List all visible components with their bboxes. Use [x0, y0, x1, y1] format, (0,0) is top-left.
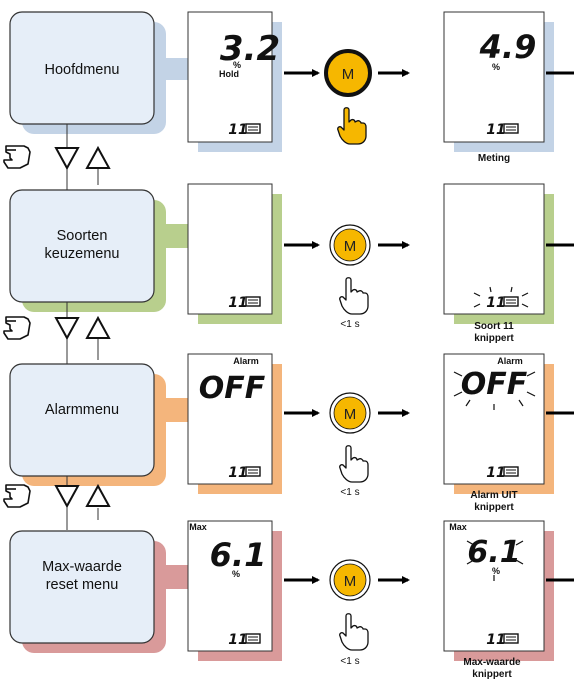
pointing-hand-icon — [3, 316, 31, 340]
battery-icon — [503, 633, 519, 644]
menu-label: Hoofdmenu — [45, 62, 120, 78]
battery-icon — [245, 466, 261, 477]
display-left: Max 6.1 % 11 — [187, 520, 282, 661]
m-button[interactable]: M — [329, 559, 371, 601]
press-duration-hint: <1 s — [340, 319, 359, 330]
hold-indicator: Hold — [219, 69, 239, 79]
battery-icon — [245, 633, 261, 644]
display-left: 11 — [187, 183, 282, 324]
menu-label: Max-waarde — [42, 559, 122, 575]
display-left: Alarm OFF 11 — [187, 353, 282, 494]
display-value: 6.1 — [467, 535, 520, 570]
menu-box-hoofdmenu[interactable]: Hoofdmenu — [9, 11, 166, 134]
display-bottom: 11 — [486, 465, 505, 481]
up-triangle-icon[interactable] — [85, 315, 111, 339]
pointing-hand-icon — [339, 613, 369, 651]
display-right: 11 — [443, 183, 554, 324]
m-button-label: M — [342, 66, 355, 83]
display-value: 4.9 — [479, 28, 537, 66]
caption: Soort 11 — [474, 321, 514, 332]
pointing-hand-icon — [337, 107, 367, 145]
display-right: 4.9 % 11 — [443, 11, 554, 152]
display-left: 3.2 % Hold 11 — [187, 11, 282, 152]
row-1: Hoofdmenu 3.2 % Hold 11 M 4.9 — [9, 11, 574, 164]
blink-rays-icon — [473, 286, 529, 308]
press-duration-hint: <1 s — [340, 487, 359, 498]
display-unit: % — [492, 566, 500, 576]
display-value: OFF — [199, 371, 266, 406]
battery-icon — [245, 123, 261, 134]
display-bottom: 11 — [486, 632, 505, 648]
blink-rays-icon — [453, 371, 536, 410]
down-triangle-icon[interactable] — [54, 317, 80, 341]
nav-3-4 — [3, 476, 111, 530]
m-button[interactable]: M — [329, 224, 371, 266]
battery-icon — [503, 466, 519, 477]
display-value: 3.2 — [220, 29, 280, 69]
menu-box-max-waarde-reset-menu[interactable]: Max-waarde reset menu — [9, 530, 166, 653]
display-bottom: 11 — [228, 122, 247, 138]
display-top-label: Alarm — [233, 356, 259, 366]
display-bottom: 11 — [228, 632, 247, 648]
blink-rays-icon — [466, 540, 524, 581]
display-top-label: Max — [189, 522, 207, 532]
row-3: Alarmmenu Alarm OFF 11 M <1 s Alarm OFF — [9, 353, 574, 513]
battery-icon — [503, 123, 519, 134]
up-triangle-icon[interactable] — [85, 483, 111, 507]
display-unit: % — [232, 569, 240, 579]
pointing-hand-icon — [339, 277, 369, 315]
caption: knippert — [472, 669, 512, 680]
display-top-label: Max — [449, 522, 467, 532]
display-unit: % — [233, 60, 241, 70]
pointing-hand-icon — [3, 484, 31, 508]
up-triangle-icon[interactable] — [85, 145, 111, 169]
display-value: 6.1 — [210, 536, 267, 574]
row-2: Soorten keuzemenu 11 M <1 s 11 — [9, 183, 574, 344]
caption: knippert — [474, 502, 514, 513]
nav-1-2 — [3, 124, 111, 195]
m-button-label: M — [344, 238, 357, 255]
display-bottom: 11 — [228, 295, 247, 311]
menu-box-soorten-keuzemenu[interactable]: Soorten keuzemenu — [9, 189, 166, 312]
pointing-hand-icon — [339, 445, 369, 483]
m-button-label: M — [344, 573, 357, 590]
caption: knippert — [474, 333, 514, 344]
menu-label: Soorten — [57, 228, 108, 244]
menu-label: keuzemenu — [45, 246, 120, 262]
menu-label: Alarmmenu — [45, 402, 119, 418]
down-triangle-icon[interactable] — [54, 485, 80, 509]
battery-icon — [245, 296, 261, 307]
press-duration-hint: <1 s — [340, 656, 359, 667]
display-right: Max 6.1 % 11 — [443, 520, 554, 661]
caption: Meting — [478, 153, 510, 164]
battery-icon — [503, 296, 519, 307]
display-top-label: Alarm — [497, 356, 523, 366]
display-bottom: 11 — [486, 295, 505, 311]
display-value: OFF — [461, 367, 528, 402]
m-button-label: M — [344, 406, 357, 423]
display-unit: % — [492, 62, 500, 72]
m-button[interactable]: M — [329, 392, 371, 434]
display-bottom: 11 — [486, 122, 505, 138]
m-button[interactable]: M — [324, 49, 372, 97]
caption: Alarm UIT — [470, 490, 517, 501]
display-bottom: 11 — [228, 465, 247, 481]
nav-2-3 — [3, 302, 111, 370]
pointing-hand-icon — [3, 145, 31, 169]
down-triangle-icon[interactable] — [54, 147, 80, 171]
row-4: Max-waarde reset menu Max 6.1 % 11 M <1 … — [9, 520, 574, 680]
caption: Max-waarde — [463, 657, 521, 668]
menu-label: reset menu — [46, 577, 119, 593]
menu-box-alarmmenu[interactable]: Alarmmenu — [9, 363, 166, 486]
display-right: Alarm OFF 11 — [443, 353, 554, 494]
